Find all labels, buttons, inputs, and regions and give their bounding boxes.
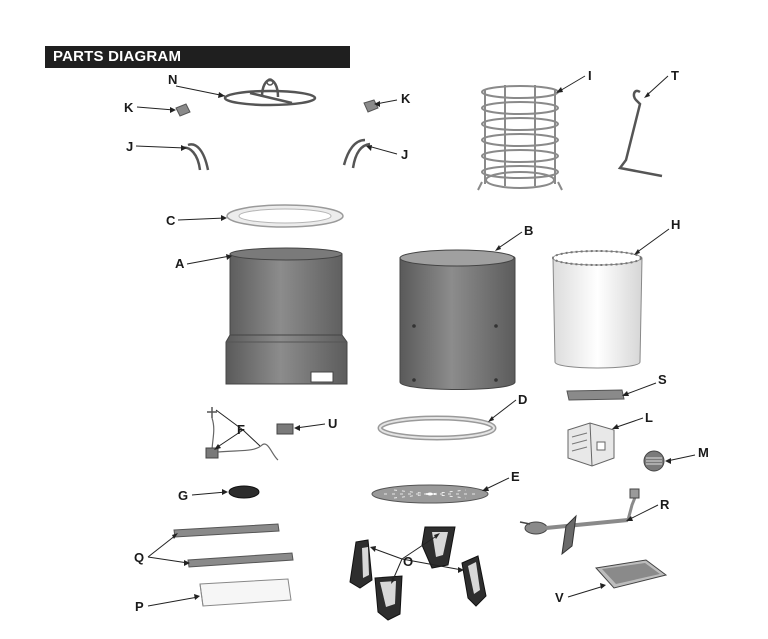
page-title: PARTS DIAGRAM: [53, 48, 182, 65]
label-q: Q: [134, 550, 144, 565]
part-d-hose-ring: [377, 415, 497, 441]
label-a: A: [175, 256, 185, 271]
part-k-knob-right: [363, 99, 379, 113]
part-m-dial: [643, 450, 665, 472]
part-j-handle-right: [342, 138, 371, 169]
part-s-plate: [566, 389, 625, 401]
part-l-box: [567, 422, 615, 467]
label-p: P: [135, 599, 144, 614]
label-d: D: [518, 392, 527, 407]
part-a-outer-shell: [225, 247, 348, 385]
label-l: L: [645, 410, 653, 425]
part-f-igniter: [205, 407, 279, 461]
label-i: I: [588, 68, 592, 83]
part-k-knob-left: [175, 103, 191, 117]
label-u: U: [328, 416, 337, 431]
label-f: F: [237, 422, 245, 437]
label-k-right: K: [401, 91, 411, 106]
leader-lines: [135, 75, 696, 607]
part-n-lid-ring: [223, 78, 317, 107]
part-b-inner-shell: [399, 249, 516, 390]
part-c-ring: [226, 204, 344, 228]
part-u-block: [276, 423, 294, 435]
part-o-leg-2: [421, 526, 456, 569]
label-n: N: [168, 72, 177, 87]
part-q-rail-top: [173, 523, 280, 538]
part-e-plate: [371, 484, 489, 504]
part-g-grommet: [228, 485, 260, 499]
part-o-leg-3: [374, 575, 403, 621]
part-i-wire-basket: [477, 85, 563, 191]
part-o-leg-1: [349, 539, 373, 589]
label-e: E: [511, 469, 520, 484]
label-m: M: [698, 445, 709, 460]
label-j-right: J: [401, 147, 408, 162]
part-t-hook: [617, 89, 663, 178]
label-s: S: [658, 372, 667, 387]
label-j-left: J: [126, 139, 133, 154]
part-o-leg-4: [461, 555, 487, 607]
part-r-burner-valve: [519, 488, 640, 556]
label-h: H: [671, 217, 680, 232]
header-bar: PARTS DIAGRAM: [45, 46, 350, 68]
label-v: V: [555, 590, 564, 605]
label-o: O: [403, 554, 413, 569]
part-p-tray: [199, 578, 292, 607]
label-r: R: [660, 497, 670, 512]
label-k-left: K: [124, 100, 134, 115]
part-h-white-basket: [552, 250, 643, 369]
label-b: B: [524, 223, 533, 238]
part-v-pan: [595, 559, 668, 589]
part-q-rail-bottom: [187, 552, 294, 568]
label-c: C: [166, 213, 176, 228]
label-t: T: [671, 68, 679, 83]
label-g: G: [178, 488, 188, 503]
